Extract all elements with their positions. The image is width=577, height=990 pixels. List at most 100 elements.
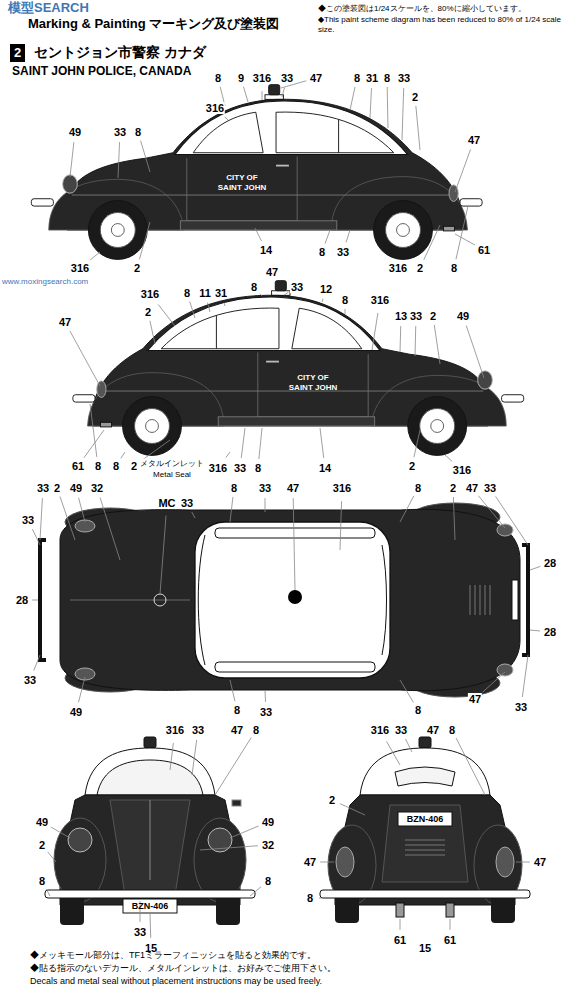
callout-number: 8 [414, 482, 422, 494]
callout-number: 2 [53, 482, 61, 494]
leader-line [32, 600, 38, 601]
callout-number: 8 [341, 294, 349, 306]
leader-line [400, 680, 413, 702]
roof-light [269, 85, 280, 95]
wheel-rim [386, 213, 421, 248]
leader-line [262, 91, 263, 100]
callout-number: 61 [71, 460, 85, 472]
marking-number: 2 [14, 45, 21, 60]
leader-line [346, 230, 350, 242]
leader-line [496, 496, 528, 545]
callout-number: 8 [94, 460, 102, 472]
callout-number: 61 [443, 934, 457, 946]
tire [491, 895, 515, 923]
callout-number: 47 [533, 856, 547, 868]
window-divider [338, 120, 339, 153]
footer-note: Decals and metal seal without placement … [30, 976, 322, 987]
callout-number: 8 [134, 126, 142, 138]
leader-line [32, 529, 40, 545]
callout-number: 28 [543, 626, 557, 638]
leader-line [530, 566, 540, 570]
leader-line [46, 889, 50, 896]
leader-line [250, 887, 261, 896]
hood [110, 800, 190, 895]
leader-line [370, 88, 371, 118]
hub-cap [397, 224, 410, 237]
door-outline [258, 352, 368, 416]
leader-line [414, 430, 420, 457]
callout-number: 8 [214, 72, 222, 84]
running-board [180, 221, 336, 230]
callout-number: 8 [254, 462, 262, 474]
tire [123, 397, 182, 456]
roof-light [288, 590, 302, 604]
leader-line [400, 919, 401, 930]
leader-line [150, 321, 155, 344]
hub-cap [146, 420, 159, 433]
callout-number: 15 [418, 942, 432, 954]
exhaust-pipe [100, 422, 111, 427]
running-board [218, 417, 374, 426]
callout-number: 33 [259, 706, 273, 718]
scheme-title: セントジョン市警察 カナダ [34, 44, 206, 61]
callout-number: 316 [370, 294, 390, 306]
leader-line [387, 87, 389, 128]
window-divider [216, 316, 217, 349]
leader-line [455, 150, 471, 192]
leader-line [255, 228, 261, 241]
callout-number: 9 [237, 72, 245, 84]
door-handle [276, 165, 289, 167]
callout-number: 33 [483, 482, 497, 494]
tail-light [497, 524, 513, 536]
leader-line [340, 501, 342, 550]
leader-line [325, 230, 330, 244]
callout-number: 8 [450, 262, 458, 274]
roof [175, 101, 408, 154]
callout-number: 33 [180, 497, 194, 509]
callout-number: 31 [214, 287, 228, 299]
wheel-rim [100, 213, 135, 248]
tail-light [496, 847, 514, 877]
tire [216, 895, 240, 925]
tire [60, 895, 84, 925]
callout-number: 32 [261, 839, 275, 851]
callout-number: 8 [383, 72, 391, 84]
callout-number: 8 [230, 482, 238, 494]
callout-number: 33 [21, 514, 35, 526]
callout-number: 49 [261, 816, 275, 828]
callout-number: 8 [448, 724, 456, 736]
marking-number-box: 2 [10, 44, 25, 62]
leader-line [141, 141, 150, 172]
leader-line [406, 739, 412, 752]
leader-line [241, 428, 245, 458]
tire [335, 895, 359, 923]
callout-number: 33 [397, 72, 411, 84]
front-view [45, 737, 255, 925]
side-view-right [73, 281, 524, 456]
callout-number: 14 [318, 462, 332, 474]
license-plate [398, 812, 452, 826]
side-window [161, 308, 279, 349]
engine-louver [405, 840, 445, 841]
windshield [198, 535, 205, 665]
roof-light [275, 281, 286, 291]
callout-text: メタルインレット [140, 459, 204, 468]
rear-bumper [73, 395, 95, 402]
leader-line [192, 512, 195, 518]
hub-cap [111, 224, 124, 237]
watermark: www.moxingsearch.com [2, 277, 88, 287]
cabin-roof [195, 522, 390, 678]
leader-line [259, 428, 262, 459]
callout-number: 316 [70, 262, 90, 274]
callout-number: 33 [36, 482, 50, 494]
callout-number: 316 [452, 464, 472, 476]
front-bumper [31, 199, 53, 206]
callout-number: 33 [336, 246, 350, 258]
callout-number: 2 [411, 91, 419, 103]
leader-line [372, 313, 378, 350]
callout-number: 316 [332, 482, 352, 494]
callout-number: 2 [416, 262, 424, 274]
callout-number: 49 [69, 706, 83, 718]
engine-lid [382, 805, 468, 882]
tire [374, 201, 433, 260]
